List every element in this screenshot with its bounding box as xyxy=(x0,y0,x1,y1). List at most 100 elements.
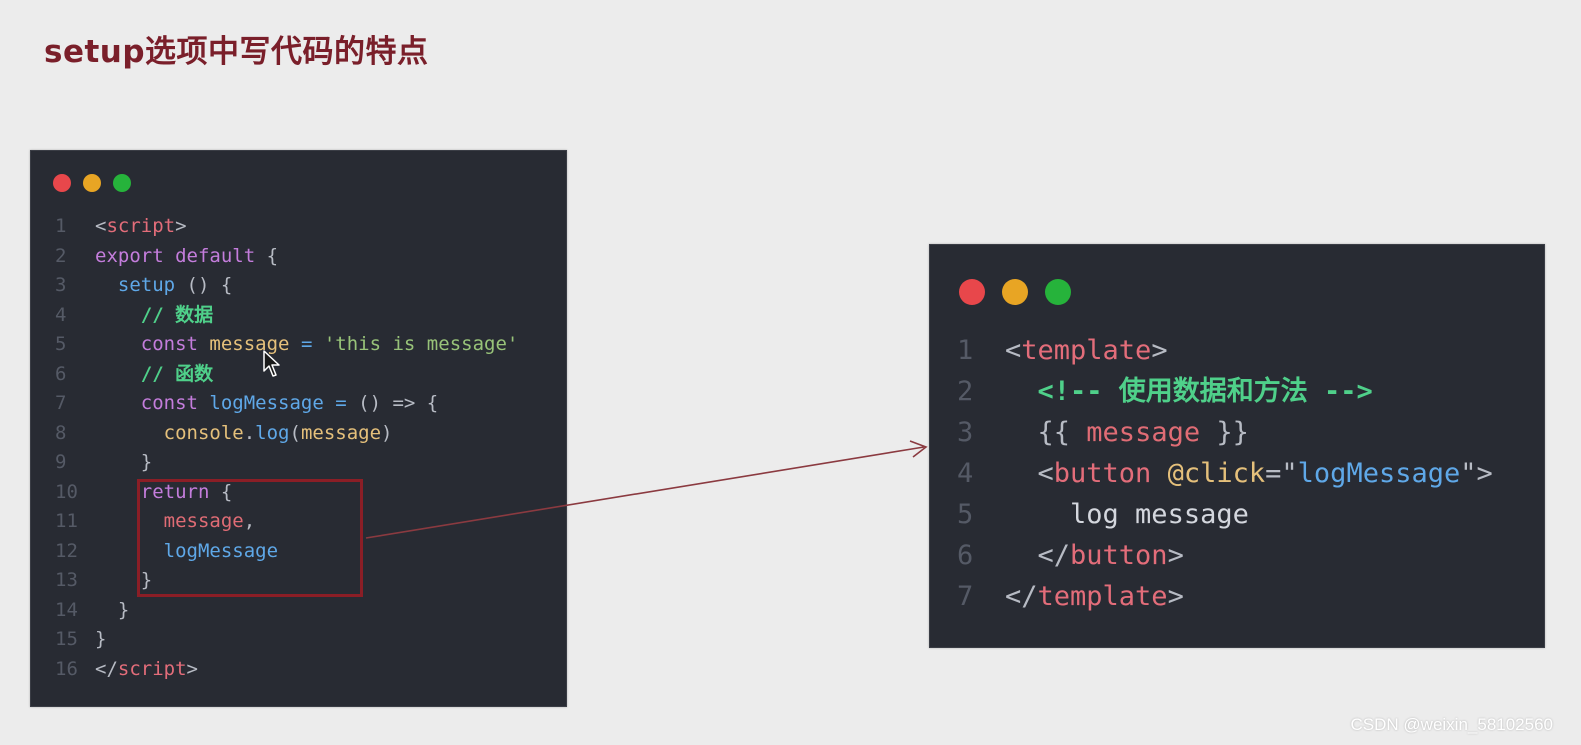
line-number: 14 xyxy=(55,598,78,621)
template-code-block: 1<template>2 <!-- 使用数据和方法 -->3 {{ messag… xyxy=(957,330,1493,617)
line-number: 12 xyxy=(55,539,78,562)
code-string: 'this is message' xyxy=(323,333,519,355)
code-token: const xyxy=(140,392,198,414)
mouse-cursor-icon xyxy=(263,350,280,377)
code-token: = xyxy=(300,333,313,355)
maximize-dot-icon xyxy=(1045,279,1071,305)
code-token: } xyxy=(95,628,107,650)
line-number: 4 xyxy=(55,303,67,326)
code-token: export xyxy=(95,244,164,267)
watermark: CSDN @weixin_58102560 xyxy=(1350,715,1553,734)
close-dot-icon xyxy=(959,279,985,305)
code-line: 14 } xyxy=(55,596,518,626)
code-token: @click xyxy=(1167,458,1266,489)
code-line: 11 message, xyxy=(55,507,518,537)
code-token: { xyxy=(220,480,233,503)
code-token: " xyxy=(1460,458,1477,489)
line-number: 1 xyxy=(55,215,67,237)
code-token: </ xyxy=(1037,540,1071,571)
code-token: console xyxy=(163,421,244,444)
code-line: 8 console.log(message) xyxy=(55,419,518,449)
code-token: message xyxy=(163,510,244,532)
code-token: script xyxy=(106,215,176,237)
minimize-dot-icon xyxy=(83,174,101,192)
code-token: > xyxy=(1476,458,1493,489)
code-token: . xyxy=(243,421,256,444)
line-number: 8 xyxy=(55,421,67,444)
code-token: return xyxy=(140,480,210,503)
code-token: > xyxy=(1167,540,1184,571)
code-token: } xyxy=(140,569,153,591)
code-line: 7 </template> xyxy=(957,576,1493,617)
code-line: 16</script> xyxy=(55,655,518,685)
line-number: 5 xyxy=(55,333,67,355)
line-number: 11 xyxy=(55,510,78,532)
line-number: 3 xyxy=(55,274,67,296)
window-controls xyxy=(53,174,143,192)
minimize-dot-icon xyxy=(1002,279,1028,305)
code-token: </ xyxy=(1005,581,1038,612)
template-code-window: 1<template>2 <!-- 使用数据和方法 -->3 {{ messag… xyxy=(929,244,1545,648)
code-token: () => { xyxy=(358,392,439,414)
code-token: > xyxy=(1151,335,1168,366)
code-line: 13 } xyxy=(55,566,518,596)
code-token: () { xyxy=(186,274,233,296)
code-token: log xyxy=(255,421,290,444)
code-token: button xyxy=(1070,540,1168,571)
code-token: logMessage xyxy=(1297,458,1461,489)
line-number: 15 xyxy=(55,628,78,650)
code-token: const xyxy=(140,333,198,355)
code-token: ( xyxy=(289,421,301,444)
code-token: > xyxy=(1167,581,1184,612)
code-token: { xyxy=(266,244,279,267)
line-number: 5 xyxy=(957,499,974,530)
line-number: 1 xyxy=(957,335,974,366)
code-token: , xyxy=(243,510,256,532)
code-line: 2 <!-- 使用数据和方法 --> xyxy=(957,371,1493,412)
code-token: " xyxy=(1281,458,1298,489)
maximize-dot-icon xyxy=(113,174,131,192)
code-token: template xyxy=(1021,335,1152,366)
line-number: 7 xyxy=(55,392,67,414)
code-token: message xyxy=(300,421,382,444)
code-token: {{ xyxy=(1037,417,1071,448)
code-token: < xyxy=(1005,335,1022,366)
code-token: ) xyxy=(381,421,393,444)
code-token: setup xyxy=(117,274,176,296)
code-token: } xyxy=(117,598,130,621)
code-token: < xyxy=(1037,458,1054,489)
code-line: 3 setup () { xyxy=(55,271,518,301)
line-number: 6 xyxy=(957,540,974,571)
code-token: template xyxy=(1037,581,1168,612)
return-highlight-box xyxy=(137,479,363,597)
code-line: 9 } xyxy=(55,448,518,478)
code-token: }} xyxy=(1216,417,1249,448)
code-line: 6 </button> xyxy=(957,535,1493,576)
code-line: 6 // 函数 xyxy=(55,360,518,390)
slide-title: setup选项中写代码的特点 xyxy=(44,34,429,70)
code-line: 4 // 数据 xyxy=(55,301,518,331)
window-controls xyxy=(959,279,1088,305)
code-token: > xyxy=(186,657,198,680)
code-line: 1<script> xyxy=(55,212,518,242)
line-number: 9 xyxy=(55,451,67,473)
code-text: log message xyxy=(1070,499,1249,530)
code-token: } xyxy=(140,451,153,473)
line-number: 4 xyxy=(957,458,974,489)
code-comment: // 函数 xyxy=(140,362,214,385)
code-line: 10 return { xyxy=(55,478,518,508)
code-token: logMessage xyxy=(163,539,279,562)
code-line: 7 const logMessage = () => { xyxy=(55,389,518,419)
code-line: 3 {{ message }} xyxy=(957,412,1493,453)
line-number: 13 xyxy=(55,569,78,591)
code-line: 4 <button @click="logMessage"> xyxy=(957,453,1493,494)
line-number: 7 xyxy=(957,581,974,612)
code-line: 15} xyxy=(55,625,518,655)
code-comment: // 数据 xyxy=(140,303,214,326)
code-line: 5 log message xyxy=(957,494,1493,535)
code-token: message xyxy=(1086,417,1201,448)
close-dot-icon xyxy=(53,174,71,192)
code-line: 1 <template> xyxy=(957,330,1493,371)
